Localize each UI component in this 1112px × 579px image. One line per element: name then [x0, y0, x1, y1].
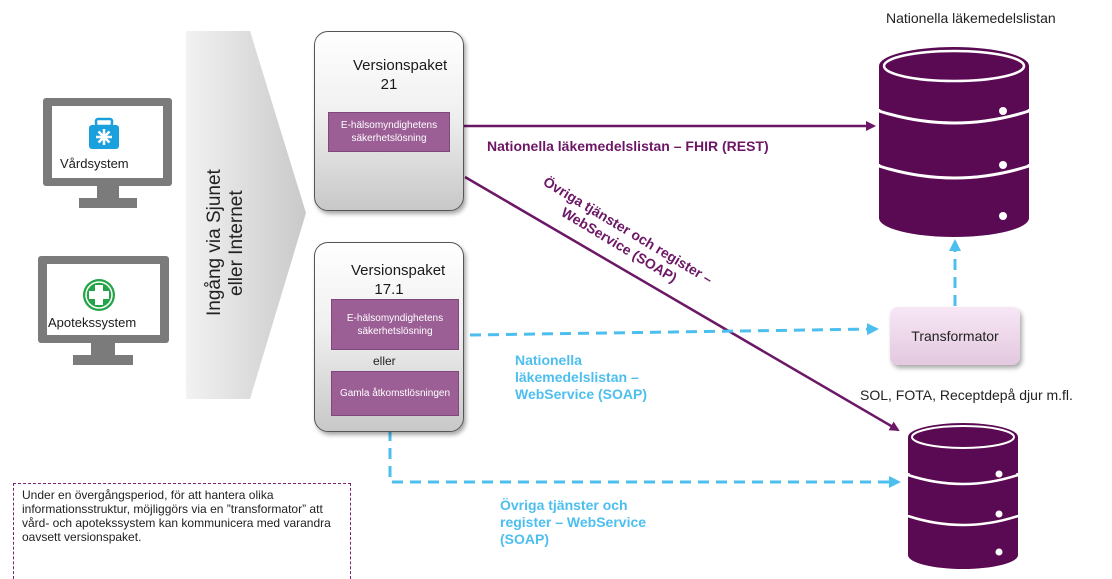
- or-label: eller: [373, 354, 396, 368]
- apotekssystem-label: Apotekssystem: [48, 315, 137, 330]
- versionspaket-21-title: Versionspaket 21: [353, 57, 448, 93]
- versionspaket-17-panel: Versionspaket 17.1 E-hälsomyndighetens s…: [314, 242, 464, 432]
- package-21-security-box: E-hälsomyndighetens säkerhetslösning: [328, 112, 450, 152]
- ovriga-soap-bottom-label: Övriga tjänster och register – WebServic…: [500, 497, 647, 547]
- gateway-arrow-shape: [186, 31, 306, 399]
- transformer-box: Transformator: [890, 307, 1020, 365]
- versionspaket-21-panel: Versionspaket 21 E-hälsomyndighetens säk…: [314, 31, 464, 211]
- nll-database-label: Nationella läkemedelslistan: [886, 10, 1056, 26]
- old-access-solution-box: Gamla åtkomstlösningen: [331, 371, 459, 416]
- transition-note: Under en övergångsperiod, för att hanter…: [13, 483, 351, 579]
- nll-database-icon: [878, 47, 1030, 237]
- briefcase-medical-icon: [89, 117, 119, 149]
- ovriga-soap-connector: [464, 175, 900, 432]
- apotekssystem-monitor-icon: [38, 256, 169, 365]
- nll-soap-connection-label: Nationella läkemedelslistan – WebService…: [515, 352, 648, 402]
- fhir-connection-label: Nationella läkemedelslistan – FHIR (REST…: [487, 138, 769, 154]
- pharmacy-cross-icon: [83, 279, 115, 311]
- sol-database-icon: [907, 423, 1019, 569]
- sol-database-label: SOL, FOTA, Receptdepå djur m.fl.: [860, 387, 1073, 403]
- gateway-arrow-label: Ingång via Sjunet eller Internet: [204, 169, 247, 317]
- versionspaket-17-title: Versionspaket 17.1: [351, 262, 446, 298]
- vardsystem-monitor-icon: [43, 98, 172, 208]
- ovriga-soap-bottom-connector: [388, 430, 901, 488]
- nll-soap-connector: [469, 323, 879, 337]
- vardsystem-label: Vårdsystem: [60, 156, 129, 171]
- package-17-security-box: E-hälsomyndighetens säkerhetslösning: [331, 299, 459, 350]
